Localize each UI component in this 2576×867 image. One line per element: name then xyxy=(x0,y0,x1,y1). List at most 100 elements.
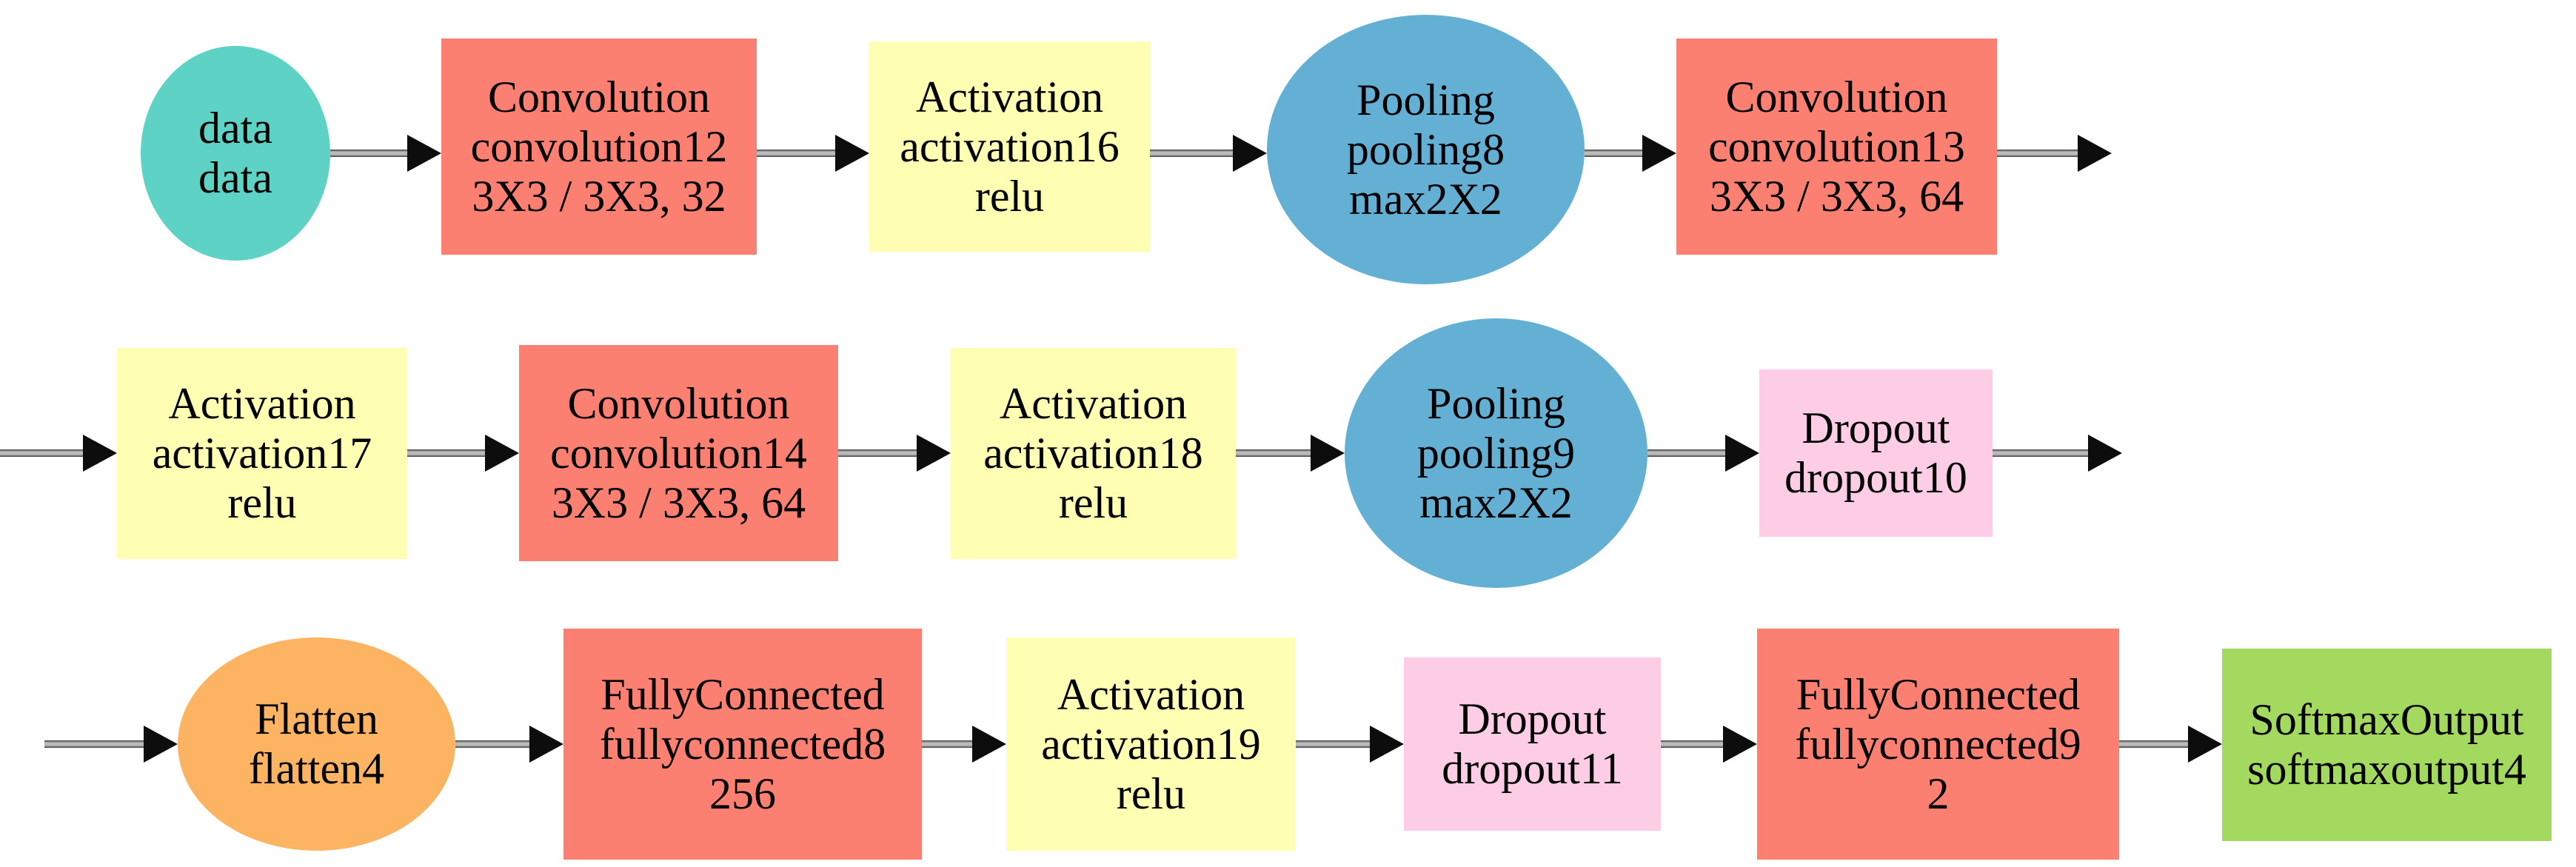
arrow-shaft xyxy=(1236,449,1315,457)
edge-arrow xyxy=(1661,723,1757,765)
edge-arrow xyxy=(455,723,563,765)
layer-name-label: flatten4 xyxy=(248,744,385,793)
edge-arrow xyxy=(1585,133,1676,174)
node-flatten4: Flatten flatten4 xyxy=(178,637,455,851)
arrow-shaft xyxy=(1296,740,1374,748)
node-activation19: Activation activation19 relu xyxy=(1006,637,1296,851)
op-type-label: Dropout xyxy=(1458,694,1607,743)
arrowhead-icon xyxy=(2188,726,2222,763)
layer-name-label: softmaxoutput4 xyxy=(2247,745,2526,794)
arrow-shaft xyxy=(330,150,412,157)
edge-arrow xyxy=(1647,432,1759,474)
node-dropout11: Dropout dropout11 xyxy=(1404,657,1661,831)
arrowhead-icon xyxy=(1311,435,1345,472)
arrow-shaft xyxy=(455,740,534,748)
node-convolution13: Convolution convolution13 3X3 / 3X3, 64 xyxy=(1676,39,1997,255)
layer-params-label: 2 xyxy=(1927,769,1950,818)
node-fullyconnected9: FullyConnected fullyconnected9 2 xyxy=(1757,629,2119,860)
arrow-shaft xyxy=(922,740,977,748)
node-dropout10: Dropout dropout10 xyxy=(1759,369,1993,537)
node-convolution14: Convolution convolution14 3X3 / 3X3, 64 xyxy=(519,345,838,561)
arrowhead-icon xyxy=(972,726,1006,763)
node-activation18: Activation activation18 relu xyxy=(951,348,1236,559)
op-type-label: SoftmaxOutput xyxy=(2249,695,2524,744)
arrow-shaft xyxy=(0,449,87,457)
layer-params-label: max2X2 xyxy=(1419,478,1573,527)
layer-name-label: convolution14 xyxy=(550,428,807,478)
edge-arrow xyxy=(1993,432,2122,474)
op-type-label: Activation xyxy=(168,379,356,428)
arrow-shaft xyxy=(44,740,148,748)
arrow-shaft xyxy=(1647,449,1730,457)
layer-params-label: max2X2 xyxy=(1349,174,1502,224)
arrow-shaft xyxy=(757,150,840,157)
edge-arrow xyxy=(1236,432,1345,474)
layer-name-label: pooling9 xyxy=(1416,428,1576,478)
arrowhead-icon xyxy=(407,135,441,172)
layer-name-label: activation16 xyxy=(900,121,1120,171)
arrowhead-icon xyxy=(2088,435,2122,472)
op-type-label: Convolution xyxy=(567,378,790,428)
layer-name-label: convolution13 xyxy=(1708,121,1965,171)
node-pooling8: Pooling pooling8 max2X2 xyxy=(1267,15,1585,284)
edge-arrow xyxy=(838,432,951,474)
op-type-label: Activation xyxy=(1057,669,1245,719)
op-type-label: Activation xyxy=(999,379,1188,428)
arrow-shaft xyxy=(838,449,921,457)
arrowhead-icon xyxy=(485,435,519,472)
arrow-shaft xyxy=(1997,150,2082,157)
arrowhead-icon xyxy=(2078,135,2112,172)
edge-arrow xyxy=(407,432,519,474)
node-data: data data xyxy=(141,46,330,261)
node-convolution12: Convolution convolution12 3X3 / 3X3, 32 xyxy=(441,39,757,255)
arrow-shaft xyxy=(407,449,489,457)
edge-arrow xyxy=(922,723,1006,765)
layer-name-label: convolution12 xyxy=(470,121,728,171)
op-type-label: Activation xyxy=(915,72,1104,121)
arrow-shaft xyxy=(1150,150,1237,157)
edge-arrow xyxy=(1997,133,2112,174)
layer-name-label: data xyxy=(198,153,272,202)
arrowhead-icon xyxy=(1725,435,1759,472)
op-type-label: Dropout xyxy=(1801,404,1950,452)
layer-params-label: 3X3 / 3X3, 32 xyxy=(472,171,726,221)
node-activation17: Activation activation17 relu xyxy=(117,348,407,559)
op-type-label: Convolution xyxy=(1725,72,1948,121)
op-type-label: Pooling xyxy=(1427,378,1565,428)
layer-params-label: relu xyxy=(1116,769,1186,818)
arrowhead-icon xyxy=(1723,726,1757,763)
arrowhead-icon xyxy=(917,435,951,472)
edge-arrow xyxy=(0,432,117,474)
arrow-shaft xyxy=(1661,740,1727,748)
arrow-shaft xyxy=(1993,449,2092,457)
layer-params-label: relu xyxy=(227,478,297,527)
edge-arrow xyxy=(2119,723,2222,765)
arrow-shaft xyxy=(2119,740,2192,748)
edge-arrow xyxy=(44,723,178,765)
layer-name-label: dropout10 xyxy=(1784,453,1967,502)
op-type-label: data xyxy=(198,104,272,153)
node-activation16: Activation activation16 relu xyxy=(869,41,1150,252)
edge-arrow xyxy=(1296,723,1404,765)
layer-name-label: pooling8 xyxy=(1346,124,1505,174)
layer-name-label: fullyconnected9 xyxy=(1795,719,2081,769)
arrowhead-icon xyxy=(83,435,117,472)
edge-arrow xyxy=(330,133,441,174)
arrowhead-icon xyxy=(835,135,869,172)
layer-params-label: 3X3 / 3X3, 64 xyxy=(1709,171,1964,221)
node-softmaxoutput4: SoftmaxOutput softmaxoutput4 xyxy=(2222,649,2552,841)
op-type-label: Convolution xyxy=(487,72,711,121)
layer-params-label: relu xyxy=(974,171,1045,221)
layer-params-label: 256 xyxy=(709,769,776,818)
layer-name-label: activation19 xyxy=(1041,719,1261,769)
arrowhead-icon xyxy=(1233,135,1267,172)
layer-name-label: activation18 xyxy=(983,429,1203,478)
edge-arrow xyxy=(1150,133,1267,174)
arrowhead-icon xyxy=(529,726,563,763)
layer-name-label: dropout11 xyxy=(1442,744,1623,793)
layer-params-label: 3X3 / 3X3, 64 xyxy=(551,478,806,527)
layer-name-label: fullyconnected8 xyxy=(599,719,886,769)
layer-name-label: activation17 xyxy=(152,429,372,478)
layer-params-label: relu xyxy=(1058,478,1128,527)
